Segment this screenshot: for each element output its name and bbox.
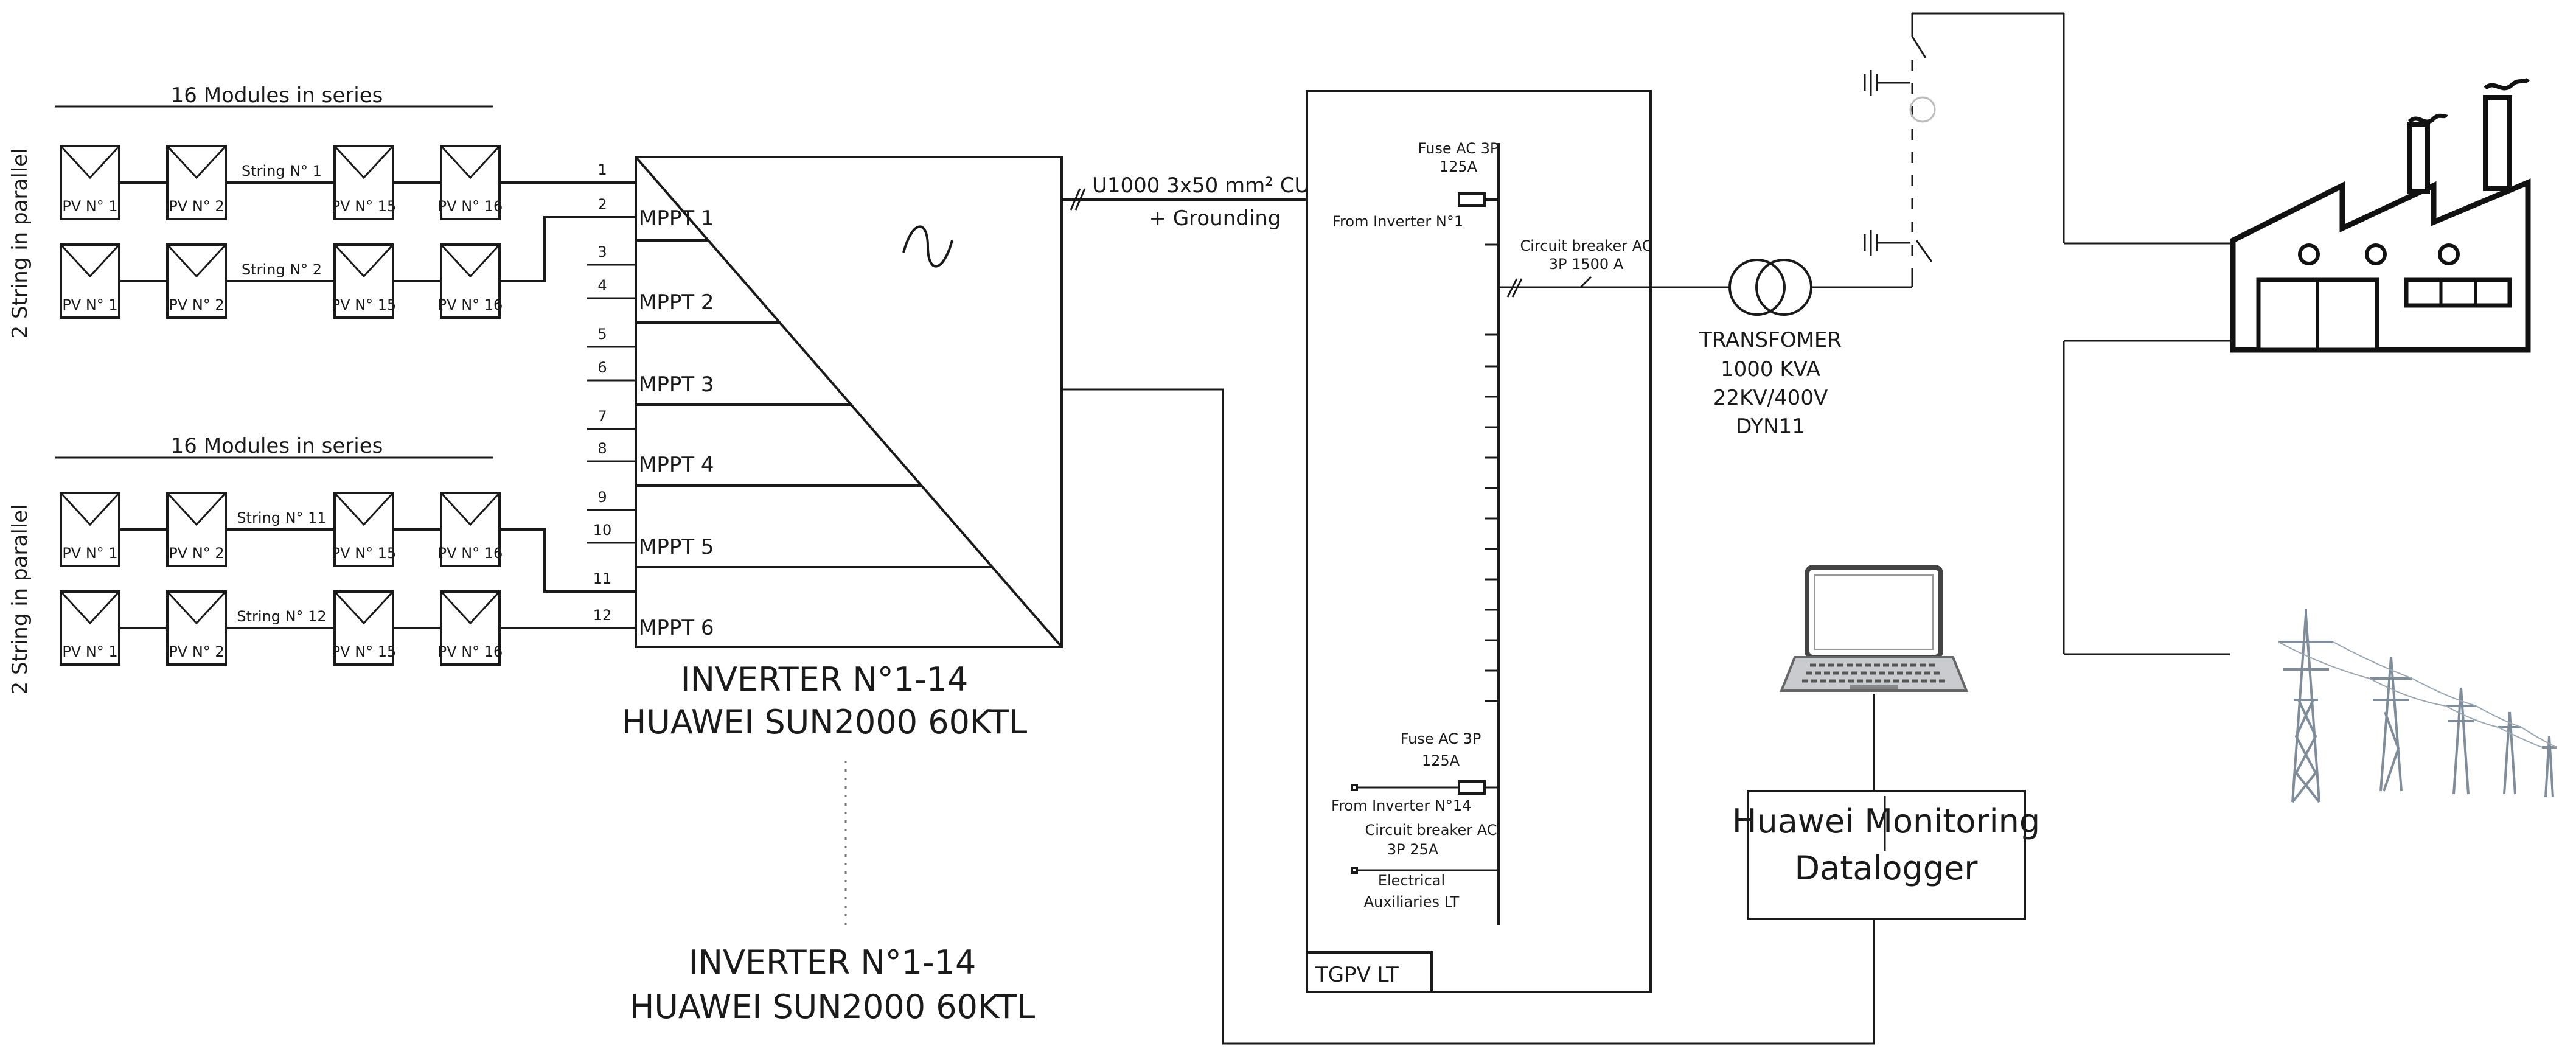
cable-grounding: + Grounding bbox=[1149, 206, 1281, 231]
panel-name: TGPV LT bbox=[1315, 963, 1399, 987]
tgpv-panel: TGPV LT Fuse AC 3P 125A From Inverter N°… bbox=[1306, 90, 1730, 993]
mppt-label: MPPT 1 bbox=[639, 206, 714, 231]
mppt-label: MPPT 2 bbox=[639, 290, 714, 315]
mppt-label: MPPT 5 bbox=[639, 535, 714, 559]
ac-wave-icon bbox=[902, 225, 953, 268]
inverter-model: HUAWEI SUN2000 60KTL bbox=[622, 703, 1028, 741]
fuse-rating: 125A bbox=[1439, 158, 1478, 175]
ac-cable: U1000 3x50 mm² CU + Grounding bbox=[1062, 173, 1459, 231]
module-label: PV N° 1 bbox=[62, 198, 117, 215]
inverter-label: INVERTER N°1-14 bbox=[681, 660, 969, 699]
string-label: String N° 2 bbox=[242, 261, 322, 278]
datalogger-label: Datalogger bbox=[1795, 849, 1979, 887]
module-label: PV N° 1 bbox=[62, 545, 117, 562]
module-label: PV N° 16 bbox=[438, 643, 503, 660]
aux-label: Auxiliaries LT bbox=[1364, 893, 1460, 910]
transformer-rating: 1000 KVA bbox=[1721, 357, 1820, 382]
input-number: 2 bbox=[597, 196, 607, 213]
input-number: 7 bbox=[597, 408, 607, 425]
string-label: String N° 11 bbox=[237, 509, 326, 526]
module-label: PV N° 1 bbox=[62, 643, 117, 660]
mppt-label: MPPT 4 bbox=[639, 453, 714, 477]
input-number: 11 bbox=[593, 570, 612, 587]
transformer-coil-icon bbox=[1728, 259, 1786, 316]
pv-group-1: 16 Modules in series 2 String in paralle… bbox=[8, 83, 636, 339]
transformer-voltage: 22KV/400V bbox=[1713, 386, 1828, 410]
inverter-model: HUAWEI SUN2000 60KTL bbox=[630, 988, 1036, 1026]
input-number: 3 bbox=[597, 243, 607, 260]
series-label: 16 Modules in series bbox=[171, 83, 383, 108]
breaker-rating: 3P 1500 A bbox=[1549, 256, 1624, 273]
module-label: PV N° 1 bbox=[62, 296, 117, 313]
from-inverter-label: From Inverter N°14 bbox=[1331, 797, 1471, 814]
input-number: 5 bbox=[597, 326, 607, 343]
input-number: 8 bbox=[597, 440, 607, 457]
module-label: PV N° 15 bbox=[332, 643, 397, 660]
input-number: 9 bbox=[597, 489, 607, 506]
input-number: 1 bbox=[597, 161, 607, 178]
module-label: PV N° 15 bbox=[332, 296, 397, 313]
module-label: PV N° 2 bbox=[169, 545, 224, 562]
mppt-label: MPPT 6 bbox=[639, 616, 714, 640]
fuse-icon bbox=[1458, 192, 1486, 207]
aux-label: Electrical bbox=[1378, 872, 1445, 889]
input-number: 12 bbox=[593, 607, 612, 624]
module-label: PV N° 15 bbox=[332, 198, 397, 215]
fuse-icon bbox=[1458, 780, 1486, 795]
pv-group-2: 16 Modules in series 2 String in paralle… bbox=[8, 434, 636, 695]
datalogger-box: Huawei Monitoring Datalogger bbox=[1732, 790, 2040, 920]
aux-breaker-rating: 3P 25A bbox=[1387, 841, 1439, 858]
cable-spec: U1000 3x50 mm² CU bbox=[1092, 173, 1309, 198]
transformer: TRANSFOMER 1000 KVA 22KV/400V DYN11 bbox=[1699, 259, 1913, 439]
fuse-label: Fuse AC 3P bbox=[1401, 730, 1481, 747]
communication-cable bbox=[1062, 388, 1875, 1045]
inverter-label: INVERTER N°1-14 bbox=[689, 943, 976, 982]
parallel-label: 2 String in parallel bbox=[8, 504, 32, 694]
module-label: PV N° 2 bbox=[169, 643, 224, 660]
module-label: PV N° 2 bbox=[169, 198, 224, 215]
module-label: PV N° 16 bbox=[438, 545, 503, 562]
mppt-label: MPPT 3 bbox=[639, 372, 714, 397]
transformer-vector: DYN11 bbox=[1736, 414, 1805, 439]
module-label: PV N° 2 bbox=[169, 296, 224, 313]
module-label: PV N° 16 bbox=[438, 296, 503, 313]
factory-icon bbox=[2230, 77, 2531, 353]
input-number: 10 bbox=[593, 522, 612, 539]
mv-switchgear bbox=[1864, 12, 2230, 268]
module-label: PV N° 15 bbox=[332, 545, 397, 562]
fuse-label: Fuse AC 3P bbox=[1418, 140, 1499, 157]
transformer-label: TRANSFOMER bbox=[1699, 328, 1842, 352]
module-label: PV N° 16 bbox=[438, 198, 503, 215]
string-label: String N° 1 bbox=[242, 162, 322, 180]
datalogger-label: Huawei Monitoring bbox=[1732, 802, 2040, 840]
input-number: 4 bbox=[597, 277, 607, 294]
aux-breaker-label: Circuit breaker AC bbox=[1365, 822, 1497, 839]
inverter-block: 1 2 3 4 5 6 7 8 9 10 11 12 MPPT 1 MPPT 2… bbox=[587, 156, 1063, 1026]
from-inverter-label: From Inverter N°1 bbox=[1332, 213, 1463, 230]
breaker-label: Circuit breaker AC bbox=[1520, 237, 1652, 254]
parallel-label: 2 String in parallel bbox=[8, 148, 32, 338]
laptop-icon bbox=[1780, 565, 1968, 692]
input-number: 6 bbox=[597, 359, 607, 376]
fuse-rating: 125A bbox=[1422, 752, 1460, 769]
string-label: String N° 12 bbox=[237, 608, 326, 625]
transmission-towers-icon bbox=[2278, 609, 2557, 803]
series-label: 16 Modules in series bbox=[171, 434, 383, 458]
